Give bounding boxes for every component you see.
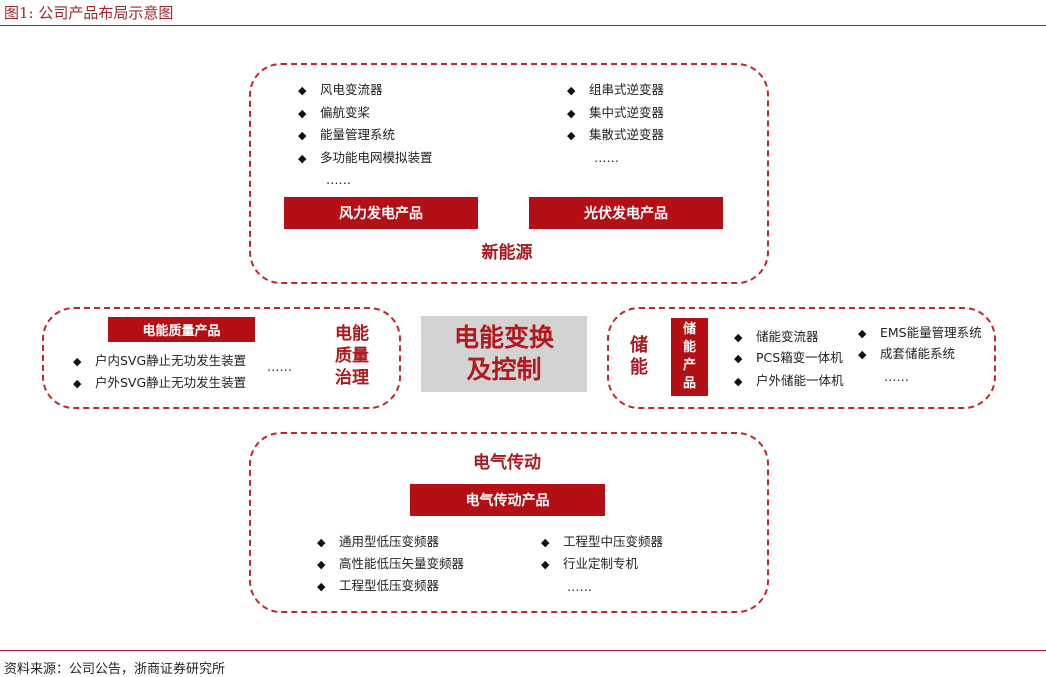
bottom-rule — [0, 650, 1046, 651]
drive-box — [249, 432, 769, 613]
list-item: ◆偏航变桨 — [298, 105, 371, 120]
list-item: ◆户外SVG静止无功发生装置 — [73, 375, 247, 390]
list-item: ◆储能变流器 — [734, 329, 819, 344]
list-item: ◆组串式逆变器 — [567, 82, 665, 97]
more: …… — [567, 579, 592, 594]
list-item: ◆PCS箱变一体机 — [734, 350, 843, 365]
list-item: ◆风电变流器 — [298, 82, 383, 97]
more: …… — [884, 369, 909, 384]
storage-products-bar: 储能产品 — [671, 318, 708, 396]
figure-title: 图1: 公司产品布局示意图 — [4, 4, 174, 22]
drive-products-bar: 电气传动产品 — [410, 484, 605, 516]
power-quality-box — [42, 307, 401, 409]
list-item: ◆工程型低压变频器 — [317, 578, 440, 593]
list-item: ◆户外储能一体机 — [734, 373, 844, 388]
list-item: ◆工程型中压变频器 — [541, 534, 664, 549]
power-quality-label: 电能质量治理 — [335, 324, 369, 388]
source-note: 资料来源：公司公告，浙商证券研究所 — [4, 662, 226, 677]
list-item: ◆行业定制专机 — [541, 556, 639, 571]
new-energy-box — [249, 63, 769, 284]
list-item: ◆户内SVG静止无功发生装置 — [73, 353, 247, 368]
list-item: ◆集散式逆变器 — [567, 127, 665, 142]
core-label: 电能变换及控制 — [421, 316, 587, 392]
list-item: ◆EMS能量管理系统 — [858, 325, 982, 340]
list-item: ◆高性能低压矢量变频器 — [317, 556, 465, 571]
new-energy-label: 新能源 — [481, 243, 533, 263]
list-item: ◆通用型低压变频器 — [317, 534, 440, 549]
drive-label: 电气传动 — [473, 453, 541, 473]
top-rule — [0, 25, 1046, 26]
storage-label: 储能 — [630, 335, 648, 378]
power-quality-bar: 电能质量产品 — [108, 317, 255, 342]
solar-products-bar: 光伏发电产品 — [529, 197, 723, 229]
list-item: ◆集中式逆变器 — [567, 105, 665, 120]
wind-products-bar: 风力发电产品 — [284, 197, 478, 229]
storage-box — [607, 307, 996, 409]
list-item: ◆成套储能系统 — [858, 346, 956, 361]
list-item: ◆能量管理系统 — [298, 127, 396, 142]
more: …… — [326, 172, 351, 187]
more: …… — [267, 359, 292, 374]
list-item: ◆多功能电网模拟装置 — [298, 150, 433, 165]
more: …… — [594, 150, 619, 165]
